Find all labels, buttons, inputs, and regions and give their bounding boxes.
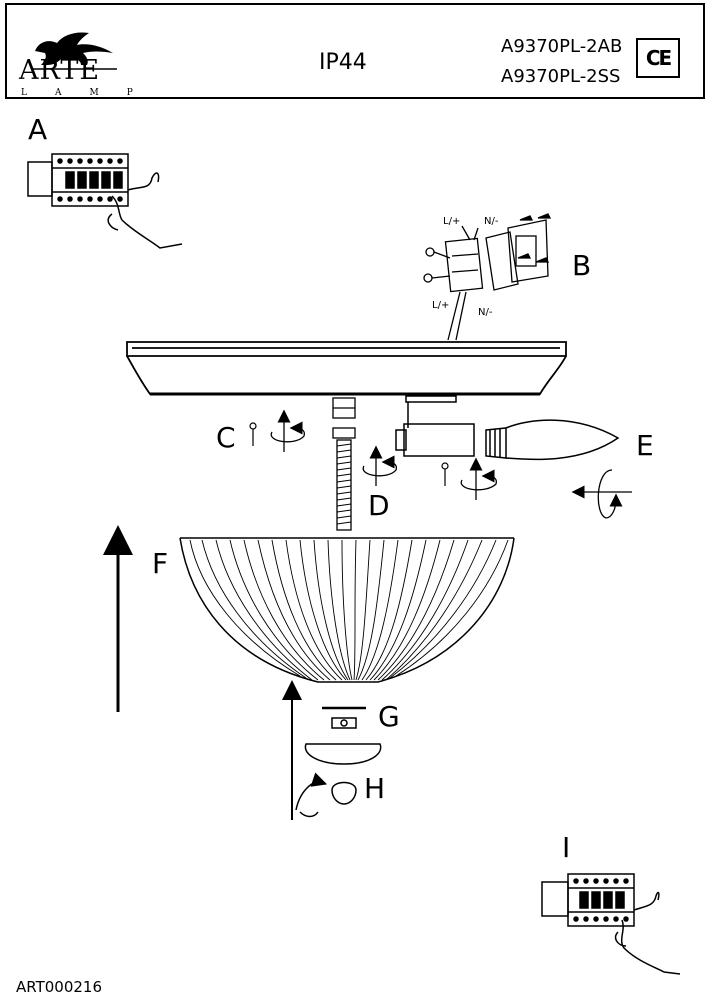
rotate-arrow-e2-icon xyxy=(571,469,632,519)
mounting-bracket-b-icon xyxy=(423,213,552,341)
candle-bulb-icon xyxy=(485,419,620,461)
step-label-i: I xyxy=(562,831,571,864)
griffin-logo-icon xyxy=(31,32,117,70)
glass-shade-bowl xyxy=(179,537,515,683)
washer-nut-g xyxy=(322,706,366,729)
brand-name: ARTE xyxy=(19,55,101,86)
threaded-rod xyxy=(332,397,356,531)
step-label-g: G xyxy=(378,700,400,733)
header-box: ARTE LAMP IP44 A9370PL-2AB A9370PL-2SS C… xyxy=(5,3,705,99)
step-label-b: B xyxy=(572,249,592,282)
step-label-e: E xyxy=(636,429,654,462)
terminal-block-a-icon xyxy=(27,153,183,249)
wire-neutral-bottom: N/- xyxy=(478,307,493,318)
ce-mark: CE xyxy=(636,38,680,78)
step-label-f: F xyxy=(152,547,169,580)
ip-rating: IP44 xyxy=(319,50,367,75)
ceiling-base-plate xyxy=(126,341,567,396)
lamp-socket xyxy=(395,395,475,457)
step-label-a: A xyxy=(28,113,48,146)
step-label-h: H xyxy=(364,772,386,805)
brand-subtitle: LAMP xyxy=(21,88,161,98)
wire-live-bottom: L/+ xyxy=(432,300,450,311)
rotate-arrow-d-icon xyxy=(362,445,398,486)
terminal-block-i-icon xyxy=(541,873,681,975)
step-label-c: C xyxy=(216,421,236,454)
rotate-arrow-e1-icon xyxy=(460,457,498,500)
wire-live-top: L/+ xyxy=(443,216,461,227)
step-label-d: D xyxy=(368,489,390,522)
wire-neutral-top: N/- xyxy=(484,216,499,227)
model-number-1: A9370PL-2AB xyxy=(501,36,623,57)
model-number-2: A9370PL-2SS xyxy=(501,66,621,87)
rotate-arrow-c-icon xyxy=(270,409,306,452)
screw-e-icon xyxy=(441,462,449,486)
screw-c-icon xyxy=(249,422,257,446)
finial-cap-h xyxy=(295,743,382,818)
document-code: ART000216 xyxy=(16,978,103,996)
